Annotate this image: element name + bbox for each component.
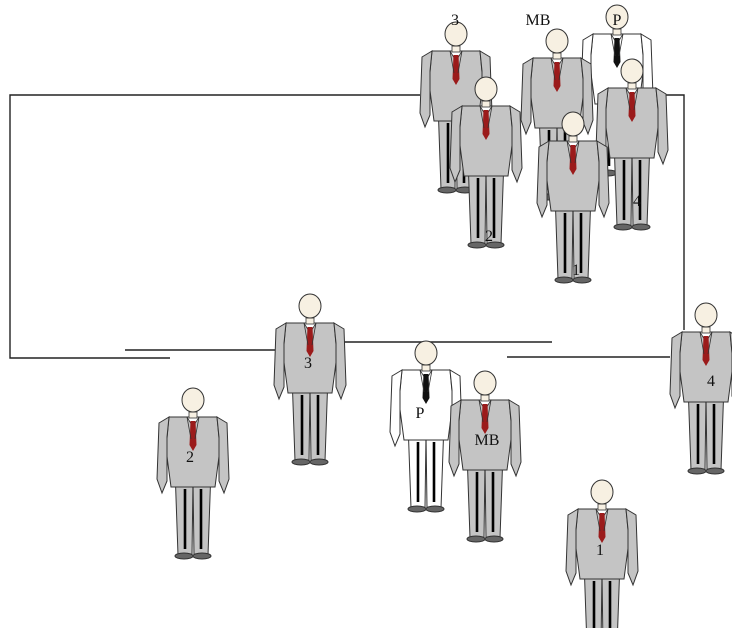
top-label-4: 4 [633, 193, 641, 210]
top-label-3: 3 [451, 12, 459, 29]
bottom-label-1: 1 [596, 542, 604, 559]
bottom-label-mb: MB [475, 432, 500, 449]
bottom-label-4: 4 [707, 373, 715, 390]
bottom-figure-2 [155, 386, 231, 561]
bottom-label-3: 3 [304, 355, 312, 372]
bottom-label-2: 2 [186, 449, 194, 466]
top-label-p: P [613, 12, 622, 29]
top-label-1: 1 [572, 262, 580, 279]
bottom-figure-3 [272, 292, 348, 467]
top-label-2: 2 [485, 228, 493, 245]
bottom-label-p: P [416, 405, 425, 422]
bottom-figure-2-gray-suit-person-icon [155, 386, 231, 561]
top-label-mb: MB [526, 12, 551, 29]
left-loop-line [9, 94, 420, 359]
bottom-figure-3-gray-suit-person-icon [272, 292, 348, 467]
bottom-figure-4 [668, 301, 732, 476]
figures-layer [155, 3, 732, 628]
bottom-figure-4-gray-suit-person-icon [668, 301, 732, 476]
